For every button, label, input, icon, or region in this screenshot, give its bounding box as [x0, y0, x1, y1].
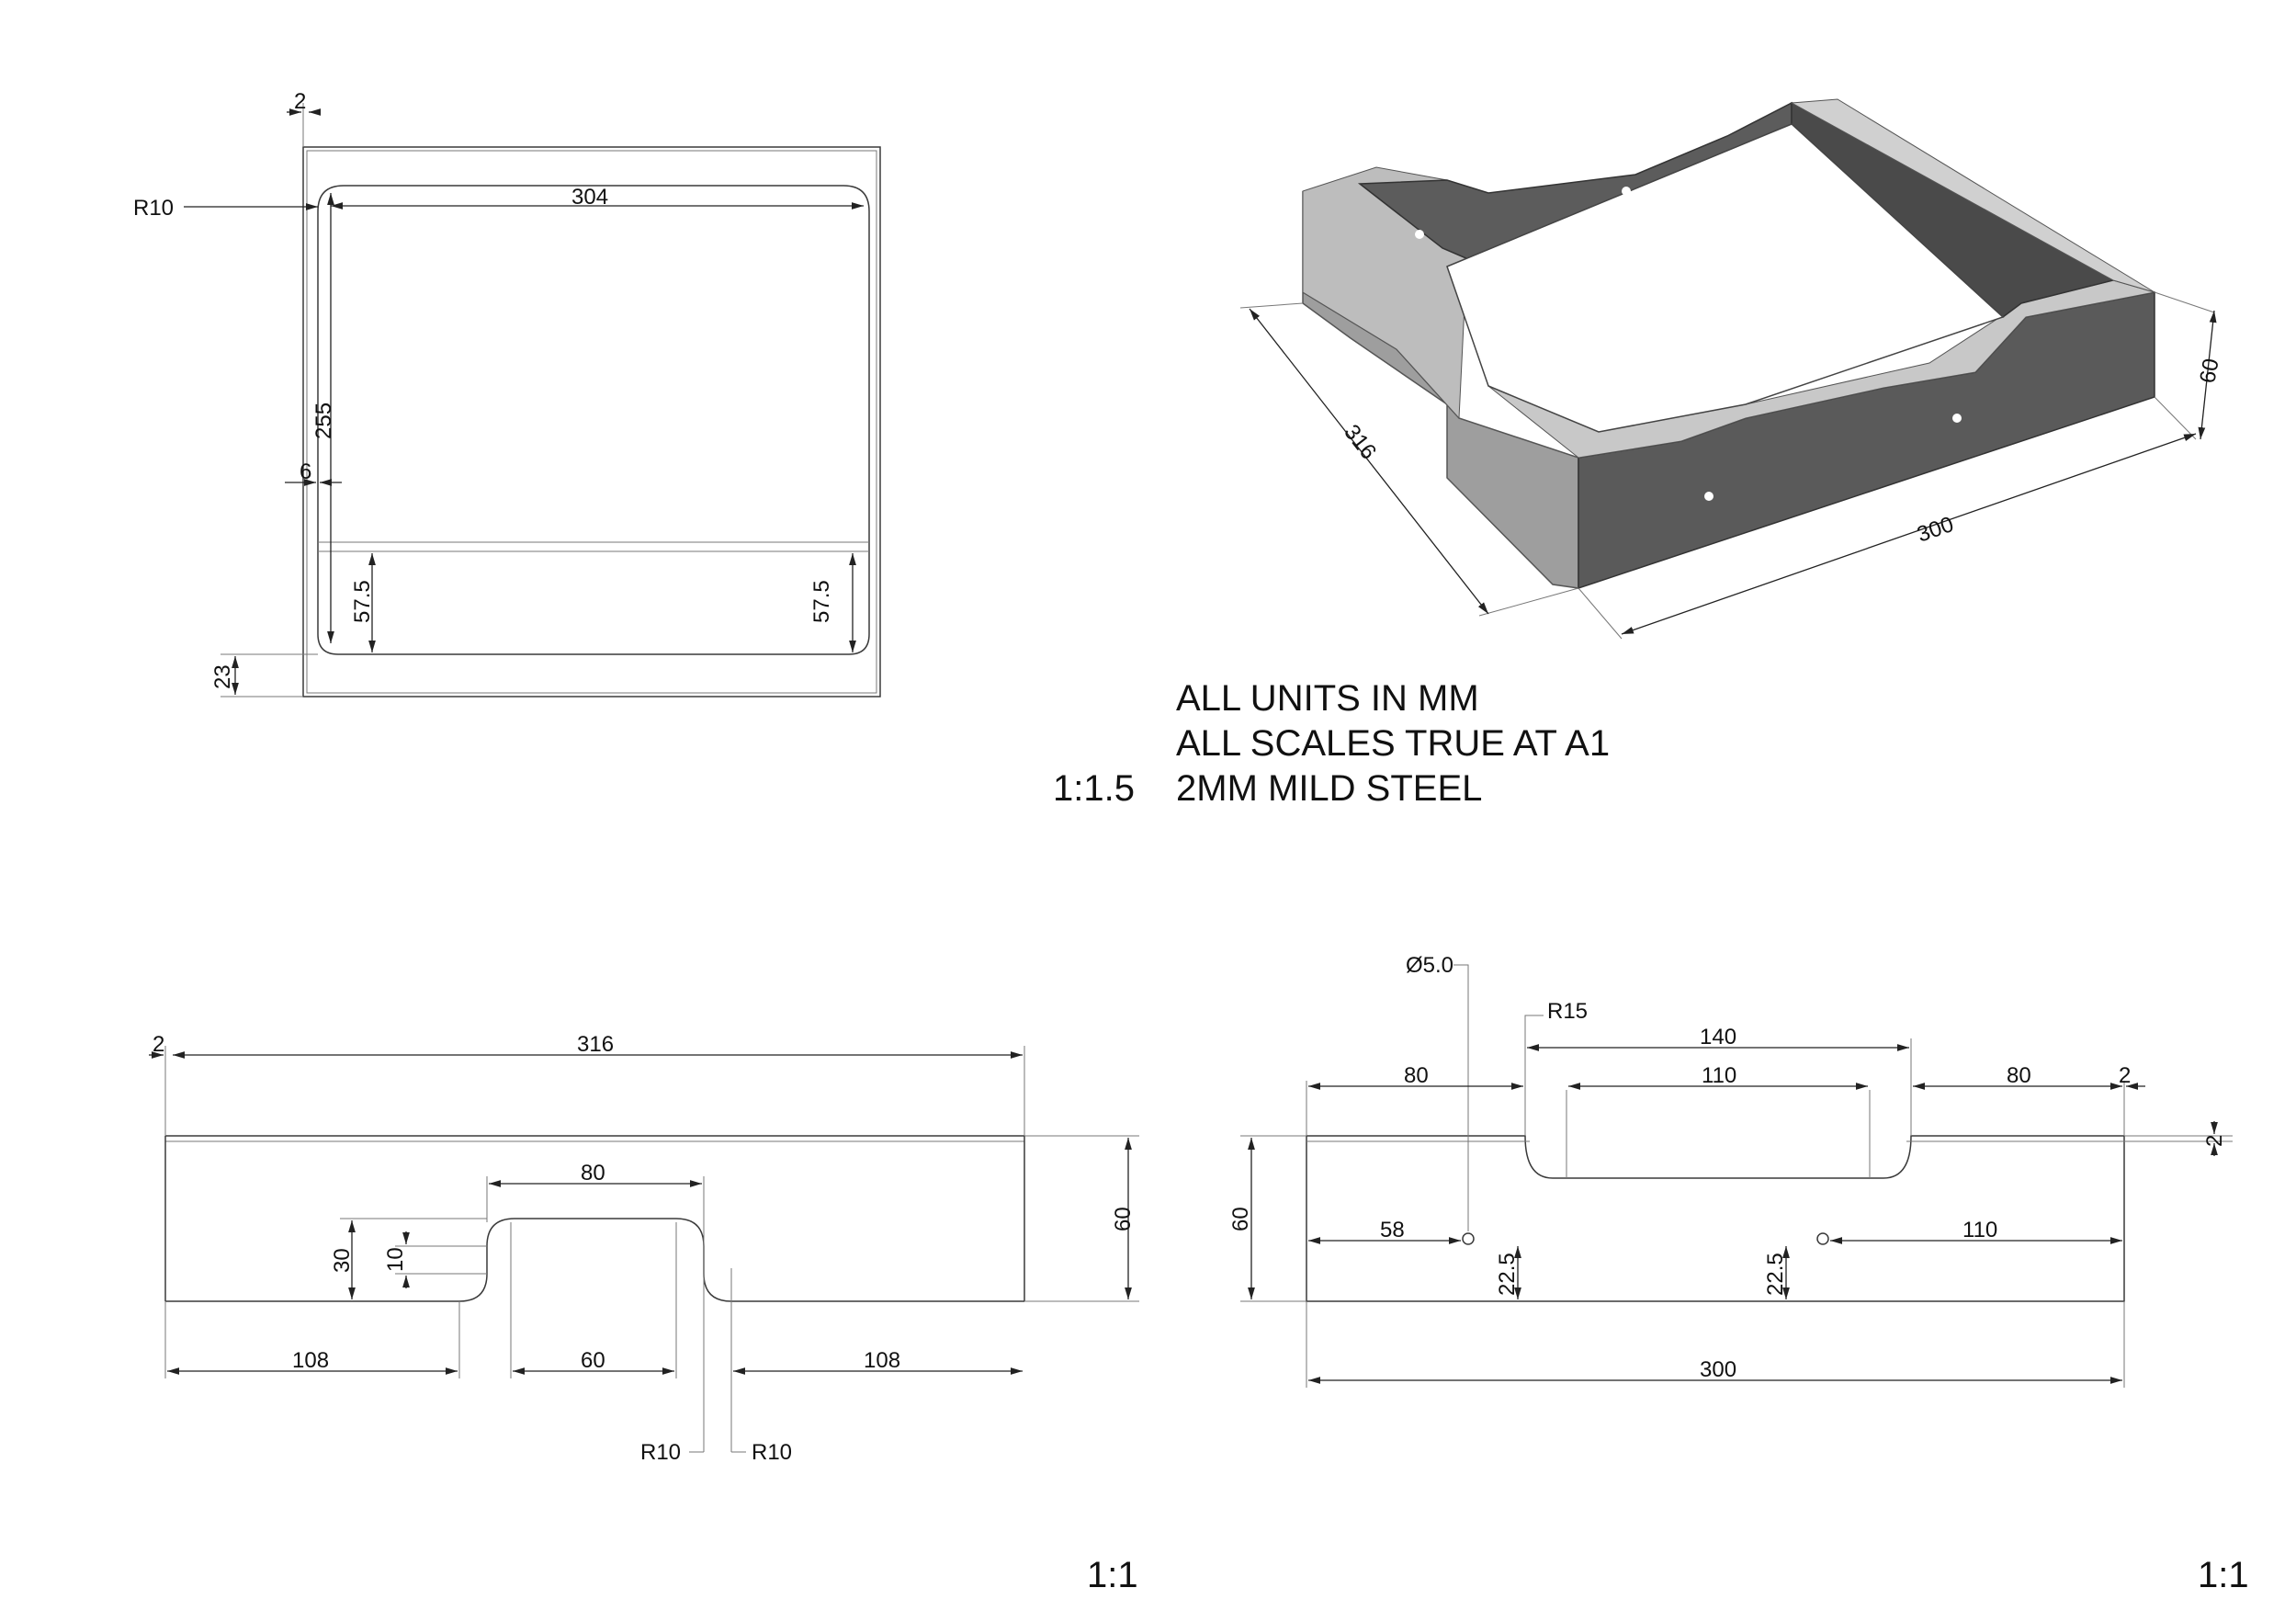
- front-slot-outer-label: 140: [1700, 1025, 1736, 1049]
- note-material: 2MM MILD STEEL: [1176, 768, 1483, 809]
- top-notch-right-label: 57.5: [809, 580, 834, 623]
- scale-bottom-right: 1:1: [2198, 1555, 2249, 1595]
- note-scales: ALL SCALES TRUE AT A1: [1176, 723, 1611, 764]
- front-hole-left-label: 58: [1380, 1218, 1405, 1242]
- scale-bottom-left: 1:1: [1087, 1555, 1138, 1595]
- front-height-label: 60: [1228, 1207, 1253, 1231]
- front-radius-label: R15: [1547, 999, 1588, 1024]
- front-hole-h-right-label: 22.5: [1763, 1253, 1788, 1296]
- side-radius-right-label: R10: [752, 1440, 792, 1465]
- side-thickness-label: 2: [153, 1032, 164, 1057]
- note-scale-main: 1:1.5: [1053, 768, 1135, 809]
- top-offset-label: 6: [300, 459, 311, 484]
- front-view: Ø5.0 R15 140 80 110 80 2 2 60 58: [1228, 953, 2233, 1388]
- isometric-view: 316 300 60: [1239, 98, 2224, 640]
- side-view: 2 316 80 60 30 10 108 60: [149, 1032, 1139, 1465]
- top-depth-label: 255: [311, 403, 336, 439]
- top-bottom-offset-label: 23: [210, 664, 235, 689]
- iso-height-label: 60: [2195, 357, 2223, 385]
- front-left-label: 80: [1404, 1063, 1429, 1088]
- side-slot-top-label: 80: [581, 1161, 605, 1185]
- front-thickness-top-label: 2: [2119, 1063, 2131, 1088]
- side-radius-left-label: R10: [640, 1440, 681, 1465]
- iso-opening: [1446, 123, 2005, 433]
- front-width-label: 300: [1700, 1357, 1736, 1382]
- front-hole-label: Ø5.0: [1406, 953, 1453, 978]
- front-thickness-side-label: 2: [2202, 1135, 2227, 1147]
- top-radius-label: R10: [133, 196, 174, 221]
- front-hole-right-label: 110: [1962, 1218, 1997, 1242]
- side-left-label: 108: [292, 1348, 329, 1373]
- front-hole-h-left-label: 22.5: [1495, 1253, 1520, 1296]
- top-view: 2 R10 304 255 6 57.5 57.5 23: [133, 89, 881, 698]
- top-thickness-label: 2: [294, 89, 306, 114]
- front-right-label: 80: [2007, 1063, 2031, 1088]
- iso-width-label: 300: [1914, 512, 1957, 548]
- side-height-label: 60: [1111, 1207, 1136, 1231]
- note-units: ALL UNITS IN MM: [1176, 678, 1479, 719]
- top-notch-left-label: 57.5: [350, 580, 375, 623]
- side-slot-depth-label: 30: [330, 1248, 355, 1273]
- front-slot-inner-label: 110: [1702, 1063, 1736, 1088]
- side-length-label: 316: [577, 1032, 614, 1057]
- top-width-label: 304: [571, 185, 608, 210]
- side-slot-radius-h-label: 10: [383, 1247, 408, 1272]
- iso-length-label: 316: [1339, 420, 1381, 464]
- side-right-label: 108: [864, 1348, 900, 1373]
- side-slot-bottom-label: 60: [581, 1348, 605, 1373]
